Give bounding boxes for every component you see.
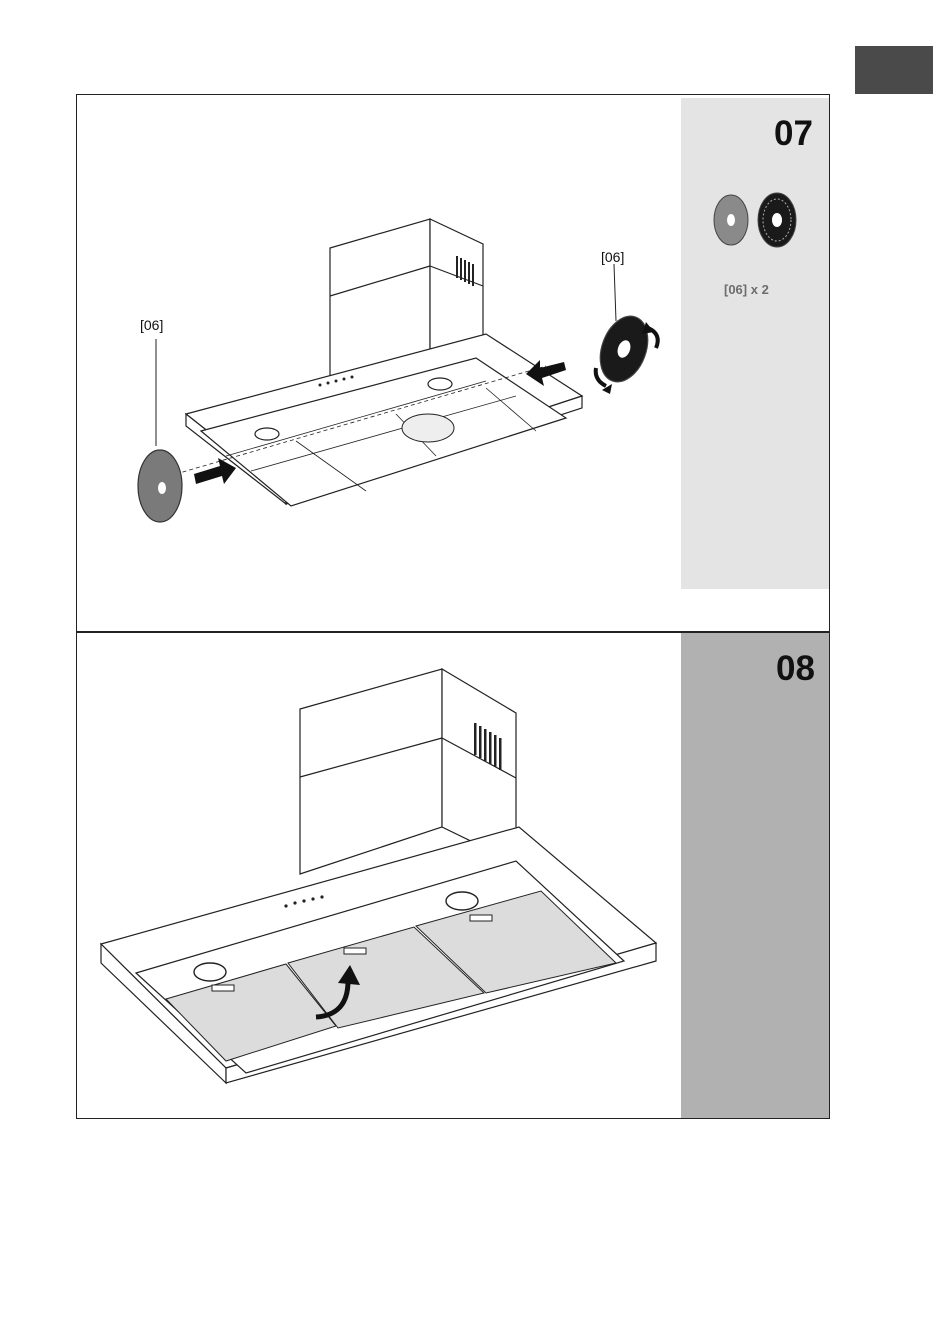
step-08-panel [681,633,829,1118]
hood-grease-filter-illustration [76,633,680,1118]
carbon-filter-parts-icon [705,188,805,250]
step-07-panel [681,98,829,589]
hood-filter-install-illustration [76,96,680,630]
step-07-number: 07 [774,114,813,154]
parts-quantity: [06] x 2 [724,282,769,297]
step-08-number: 08 [776,649,815,689]
language-tab [855,46,933,94]
